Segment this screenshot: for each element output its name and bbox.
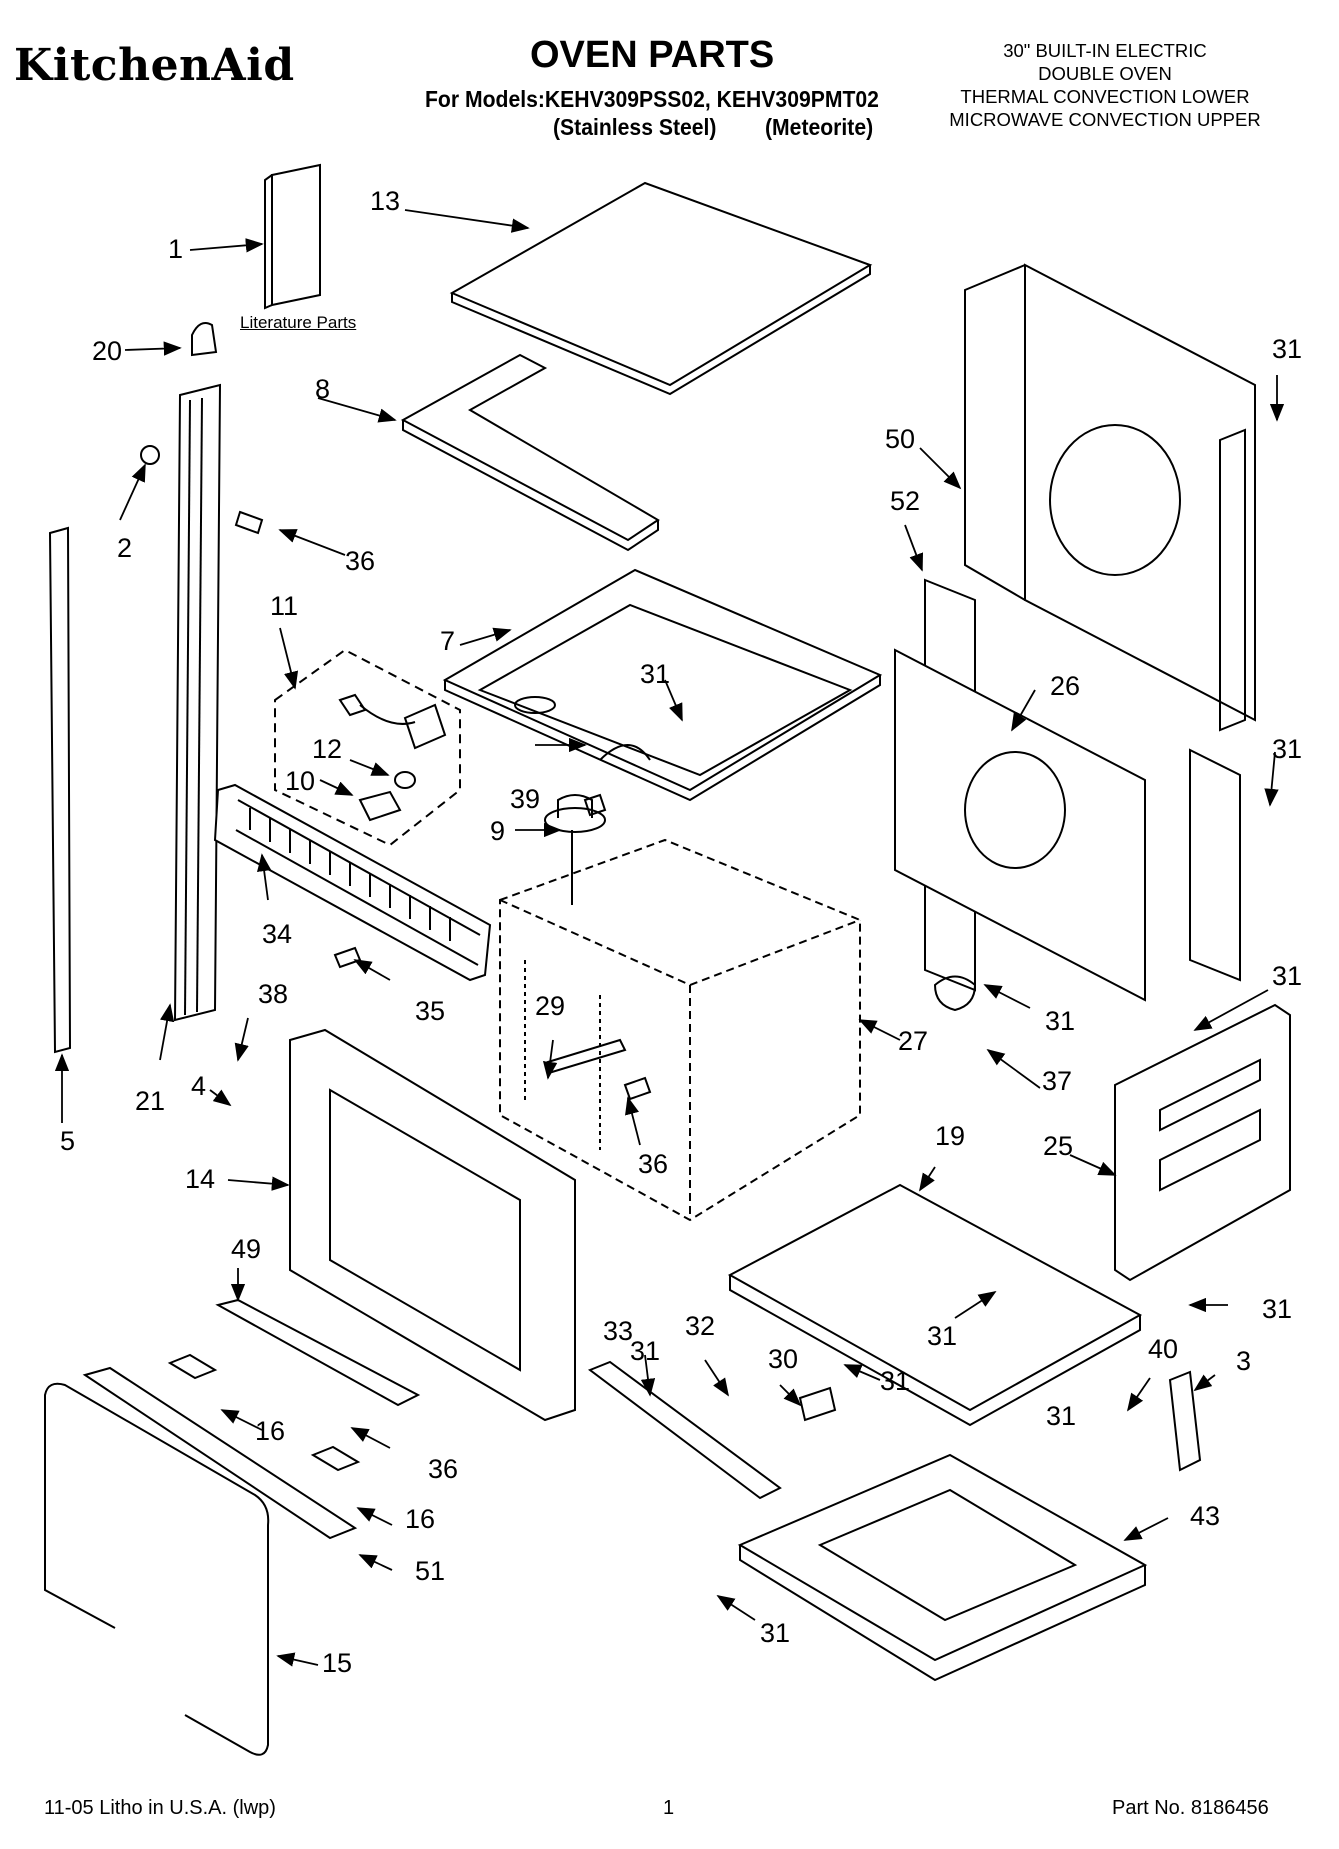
callout-31: 31: [1272, 334, 1302, 364]
callout-27: 27: [898, 1026, 928, 1056]
side-strip: [48, 526, 72, 1054]
callout-32: 32: [685, 1311, 715, 1341]
insulation-strip: [400, 353, 660, 542]
front-frame: [289, 1028, 576, 1422]
spacer-block-lower: [310, 1445, 361, 1472]
callout-2: 2: [117, 533, 132, 563]
thermostat: [933, 975, 977, 1012]
hinge-bar: [82, 1366, 358, 1540]
callout-31: 31: [640, 659, 670, 689]
base-pan: [737, 1453, 1148, 1682]
probe-part: [546, 1038, 627, 1074]
screw-39: [583, 793, 607, 817]
callout-38: 38: [258, 979, 288, 1009]
spacer-block-upper: [167, 1353, 218, 1380]
fan-motor: [544, 794, 606, 905]
clip-part: [140, 445, 160, 465]
callout-31: 31: [880, 1366, 910, 1396]
callout-16: 16: [405, 1504, 435, 1534]
back-wall: [894, 578, 1241, 1002]
callout-26: 26: [1050, 671, 1080, 701]
callout-14: 14: [185, 1164, 215, 1194]
callout-36: 36: [345, 546, 375, 576]
callout-37: 37: [1042, 1066, 1072, 1096]
callout-10: 10: [285, 766, 315, 796]
callout-4: 4: [191, 1071, 206, 1101]
callout-31: 31: [1045, 1006, 1075, 1036]
bracket-30: [798, 1386, 837, 1422]
leader-lines: [54, 209, 1285, 1667]
callout-13: 13: [370, 186, 400, 216]
bracket-3: [1168, 1370, 1202, 1472]
callout-36: 36: [638, 1149, 668, 1179]
callout-36: 36: [428, 1454, 458, 1484]
callout-52: 52: [890, 486, 920, 516]
rear-panel: [964, 263, 1256, 732]
callout-31: 31: [760, 1618, 790, 1648]
top-frame: [442, 568, 883, 802]
literature-parts-label: Literature Parts: [240, 313, 357, 332]
page-number: 1: [663, 1797, 675, 1819]
callout-9: 9: [490, 816, 505, 846]
print-info: 11-05 Litho in U.S.A. (lwp): [44, 1797, 276, 1819]
models-line: For Models:KEHV309PSS02, KEHV309PMT02: [425, 86, 879, 112]
description-line-4: MICROWAVE CONVECTION UPPER: [949, 109, 1261, 130]
callout-31: 31: [630, 1336, 660, 1366]
callout-43: 43: [1190, 1501, 1220, 1531]
callout-39: 39: [510, 784, 540, 814]
callout-50: 50: [885, 424, 915, 454]
bottom-panel: [727, 1183, 1143, 1427]
trim-strip-33: [587, 1360, 782, 1500]
screw-35: [333, 946, 362, 969]
callout-29: 29: [535, 991, 565, 1021]
callout-40: 40: [1148, 1334, 1178, 1364]
wiring-kit-box: [274, 648, 461, 847]
screw-36-upper: [234, 510, 264, 535]
callout-33: 33: [603, 1316, 633, 1346]
vent-grille: [213, 783, 492, 982]
tag-part: [191, 322, 218, 357]
description-line-1: 30" BUILT-IN ELECTRIC: [1003, 40, 1207, 61]
callout-1: 1: [168, 234, 183, 264]
side-panel: [1114, 1003, 1291, 1282]
callout-31: 31: [1272, 961, 1302, 991]
page-title: OVEN PARTS: [530, 34, 775, 76]
callout-12: 12: [312, 734, 342, 764]
callout-34: 34: [262, 919, 292, 949]
callout-51: 51: [415, 1556, 445, 1586]
callout-30: 30: [768, 1344, 798, 1374]
wiring-kit-contents: [338, 693, 447, 822]
brand-logo: KitchenAid: [14, 40, 295, 91]
description-line-3: THERMAL CONVECTION LOWER: [960, 86, 1250, 107]
door-gasket: [44, 1382, 270, 1756]
callout-labels: 1234578910111213141516161920212526272930…: [60, 186, 1302, 1678]
callout-31: 31: [1272, 734, 1302, 764]
top-panel: [449, 181, 873, 387]
oven-cavity: [499, 838, 861, 1222]
callout-25: 25: [1043, 1131, 1073, 1161]
callout-15: 15: [322, 1648, 352, 1678]
callout-3: 3: [1236, 1346, 1251, 1376]
callout-31: 31: [927, 1321, 957, 1351]
callout-11: 11: [270, 591, 298, 621]
description-line-2: DOUBLE OVEN: [1038, 63, 1172, 84]
callout-31: 31: [1046, 1401, 1076, 1431]
callout-19: 19: [935, 1121, 965, 1151]
callout-35: 35: [415, 996, 445, 1026]
callout-20: 20: [92, 336, 122, 366]
callout-7: 7: [440, 626, 455, 656]
callout-16: 16: [255, 1416, 285, 1446]
callout-8: 8: [315, 374, 330, 404]
part-number: Part No. 8186456: [1112, 1797, 1269, 1819]
callout-5: 5: [60, 1126, 75, 1156]
variant-stainless: (Stainless Steel): [553, 114, 717, 140]
callout-21: 21: [135, 1086, 165, 1116]
callout-31: 31: [1262, 1294, 1292, 1324]
literature-booklet: [264, 163, 321, 310]
screw-36-cavity: [623, 1076, 652, 1101]
variant-meteorite: (Meteorite): [765, 114, 874, 140]
callout-49: 49: [231, 1234, 261, 1264]
